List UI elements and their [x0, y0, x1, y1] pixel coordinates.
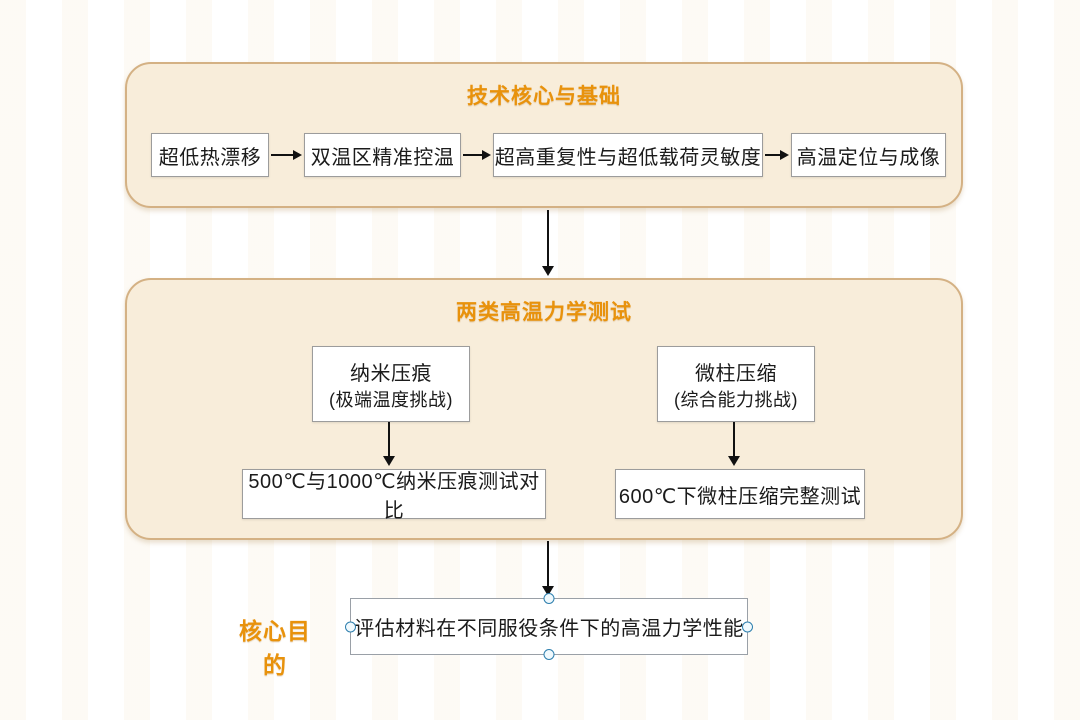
arrow-down-icon: [382, 422, 396, 466]
arrow-head: [542, 586, 554, 596]
arrow-head: [542, 266, 554, 276]
node-high-temp-positioning-imaging[interactable]: 高温定位与成像: [791, 133, 946, 177]
node-nanoindentation[interactable]: 纳米压痕 (极端温度挑战): [312, 346, 470, 422]
node-dual-zone-temp-control[interactable]: 双温区精准控温: [304, 133, 461, 177]
node-goal-selected[interactable]: 评估材料在不同服役条件下的高温力学性能: [345, 593, 753, 660]
arrow-head: [293, 150, 302, 160]
panel-tech-core[interactable]: 技术核心与基础 超低热漂移 双温区精准控温 超高重复性与超低载荷灵敏度 高温定位…: [125, 62, 963, 208]
connector-handle-right-icon[interactable]: [742, 621, 753, 632]
arrow-shaft: [547, 541, 549, 588]
arrow-down-icon: [541, 541, 555, 596]
branch-name: 微柱压缩: [695, 362, 777, 385]
arrow-down-icon: [541, 210, 555, 276]
panel-test-types-title: 两类高温力学测试: [456, 301, 632, 324]
arrow-down-icon: [727, 422, 741, 466]
node-thermal-drift[interactable]: 超低热漂移: [151, 133, 269, 177]
arrow-shaft: [271, 154, 295, 156]
arrow-right-icon: [463, 149, 491, 161]
node-repeatability-load-sensitivity[interactable]: 超高重复性与超低载荷灵敏度: [493, 133, 763, 177]
connector-handle-left-icon[interactable]: [345, 621, 356, 632]
core-purpose-label: 核心目的: [239, 618, 311, 678]
panel-test-types[interactable]: 两类高温力学测试 纳米压痕 (极端温度挑战) 微柱压缩 (综合能力挑战) 500…: [125, 278, 963, 540]
arrow-shaft: [463, 154, 484, 156]
arrow-right-icon: [765, 149, 789, 161]
panel-tech-core-title: 技术核心与基础: [467, 85, 621, 108]
node-micropillar-result[interactable]: 600℃下微柱压缩完整测试: [615, 469, 865, 519]
branch-subtitle: (极端温度挑战): [329, 389, 453, 410]
arrow-shaft: [733, 422, 735, 458]
arrow-shaft: [388, 422, 390, 458]
arrow-head: [482, 150, 491, 160]
connector-handle-bottom-icon[interactable]: [543, 649, 555, 660]
arrow-shaft: [547, 210, 549, 268]
goal-text: 评估材料在不同服役条件下的高温力学性能: [354, 618, 744, 640]
branch-subtitle: (综合能力挑战): [674, 389, 798, 410]
arrow-head: [780, 150, 789, 160]
arrow-shaft: [765, 154, 782, 156]
node-micropillar-compression[interactable]: 微柱压缩 (综合能力挑战): [657, 346, 815, 422]
arrow-right-icon: [271, 149, 302, 161]
branch-name: 纳米压痕: [350, 362, 432, 385]
arrow-head: [728, 456, 740, 466]
node-nanoindentation-result[interactable]: 500℃与1000℃纳米压痕测试对比: [242, 469, 546, 522]
connector-handle-top-icon[interactable]: [543, 593, 555, 604]
arrow-head: [383, 456, 395, 466]
